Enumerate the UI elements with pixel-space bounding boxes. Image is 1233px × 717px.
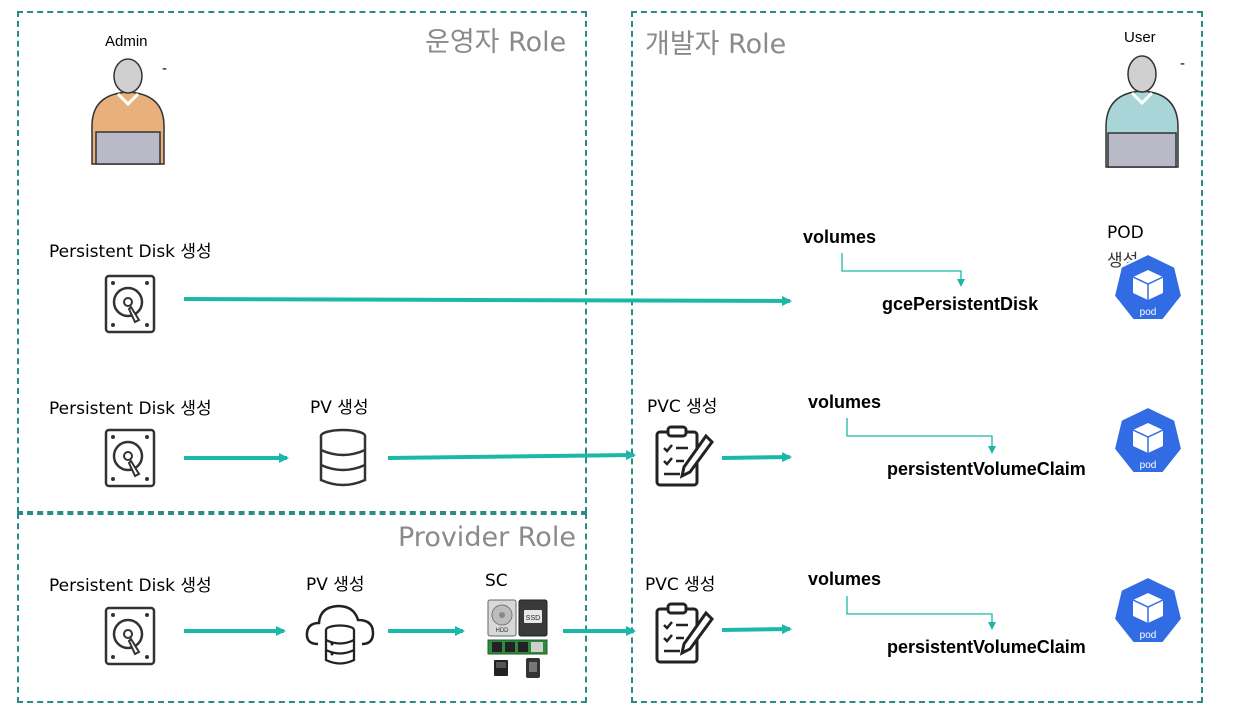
operator-role-box [17,11,587,513]
row2-pod-icon-text: pod [1140,460,1157,471]
row2-volumes-label: volumes [808,392,882,412]
row2-kubernetes-pod-icon: pod [1112,405,1184,479]
row3-volume-type: persistentVolumeClaim [887,637,1086,657]
row1-pod-label-line1: POD [1107,223,1144,243]
row3-pvc-label: PVC 생성 [645,575,716,595]
row1-volume-type: gcePersistentDisk [882,294,1039,314]
row3-hard-disk-icon [104,606,156,666]
provider-role-title: Provider Role [398,522,576,553]
provider-role-box [17,513,587,703]
admin-label: Admin [105,33,148,50]
row1-hard-disk-icon [104,274,156,334]
row3-sc-label: SC [485,571,508,591]
row1-pod-icon-text: pod [1140,307,1157,318]
row3-pv-label: PV 생성 [306,575,365,595]
row3-disk-label: Persistent Disk 생성 [49,576,212,596]
row2-disk-label: Persistent Disk 생성 [49,399,212,419]
row2-pvc-label: PVC 생성 [647,397,718,417]
sc-ssd-text: SSD [526,615,540,622]
admin-note: - [162,60,167,77]
admin-avatar-icon [88,56,168,166]
sc-hdd-text: HDD [496,628,510,634]
row3-clipboard-edit-icon [654,601,716,665]
row3-kubernetes-pod-icon: pod [1112,575,1184,649]
row3-storage-devices-image: HDD SSD [486,598,550,682]
row1-volumes-label: volumes [803,227,877,247]
row2-volume-type: persistentVolumeClaim [887,459,1086,479]
developer-role-title: 개발자 Role [645,29,787,60]
row2-database-icon [318,428,368,488]
developer-role-box [631,11,1203,703]
row3-cloud-database-icon [304,598,376,668]
operator-role-title: 운영자 Role [425,27,567,58]
row2-hard-disk-icon [104,428,156,488]
row3-volumes-label: volumes [808,569,882,589]
row1-disk-label: Persistent Disk 생성 [49,242,212,262]
row1-kubernetes-pod-icon: pod [1112,252,1184,326]
user-avatar-icon [1102,53,1182,169]
row3-pod-icon-text: pod [1140,630,1157,641]
user-note: - [1180,55,1185,72]
row2-clipboard-edit-icon [654,424,716,488]
row2-pv-label: PV 생성 [310,398,369,418]
user-label: User [1124,29,1156,46]
